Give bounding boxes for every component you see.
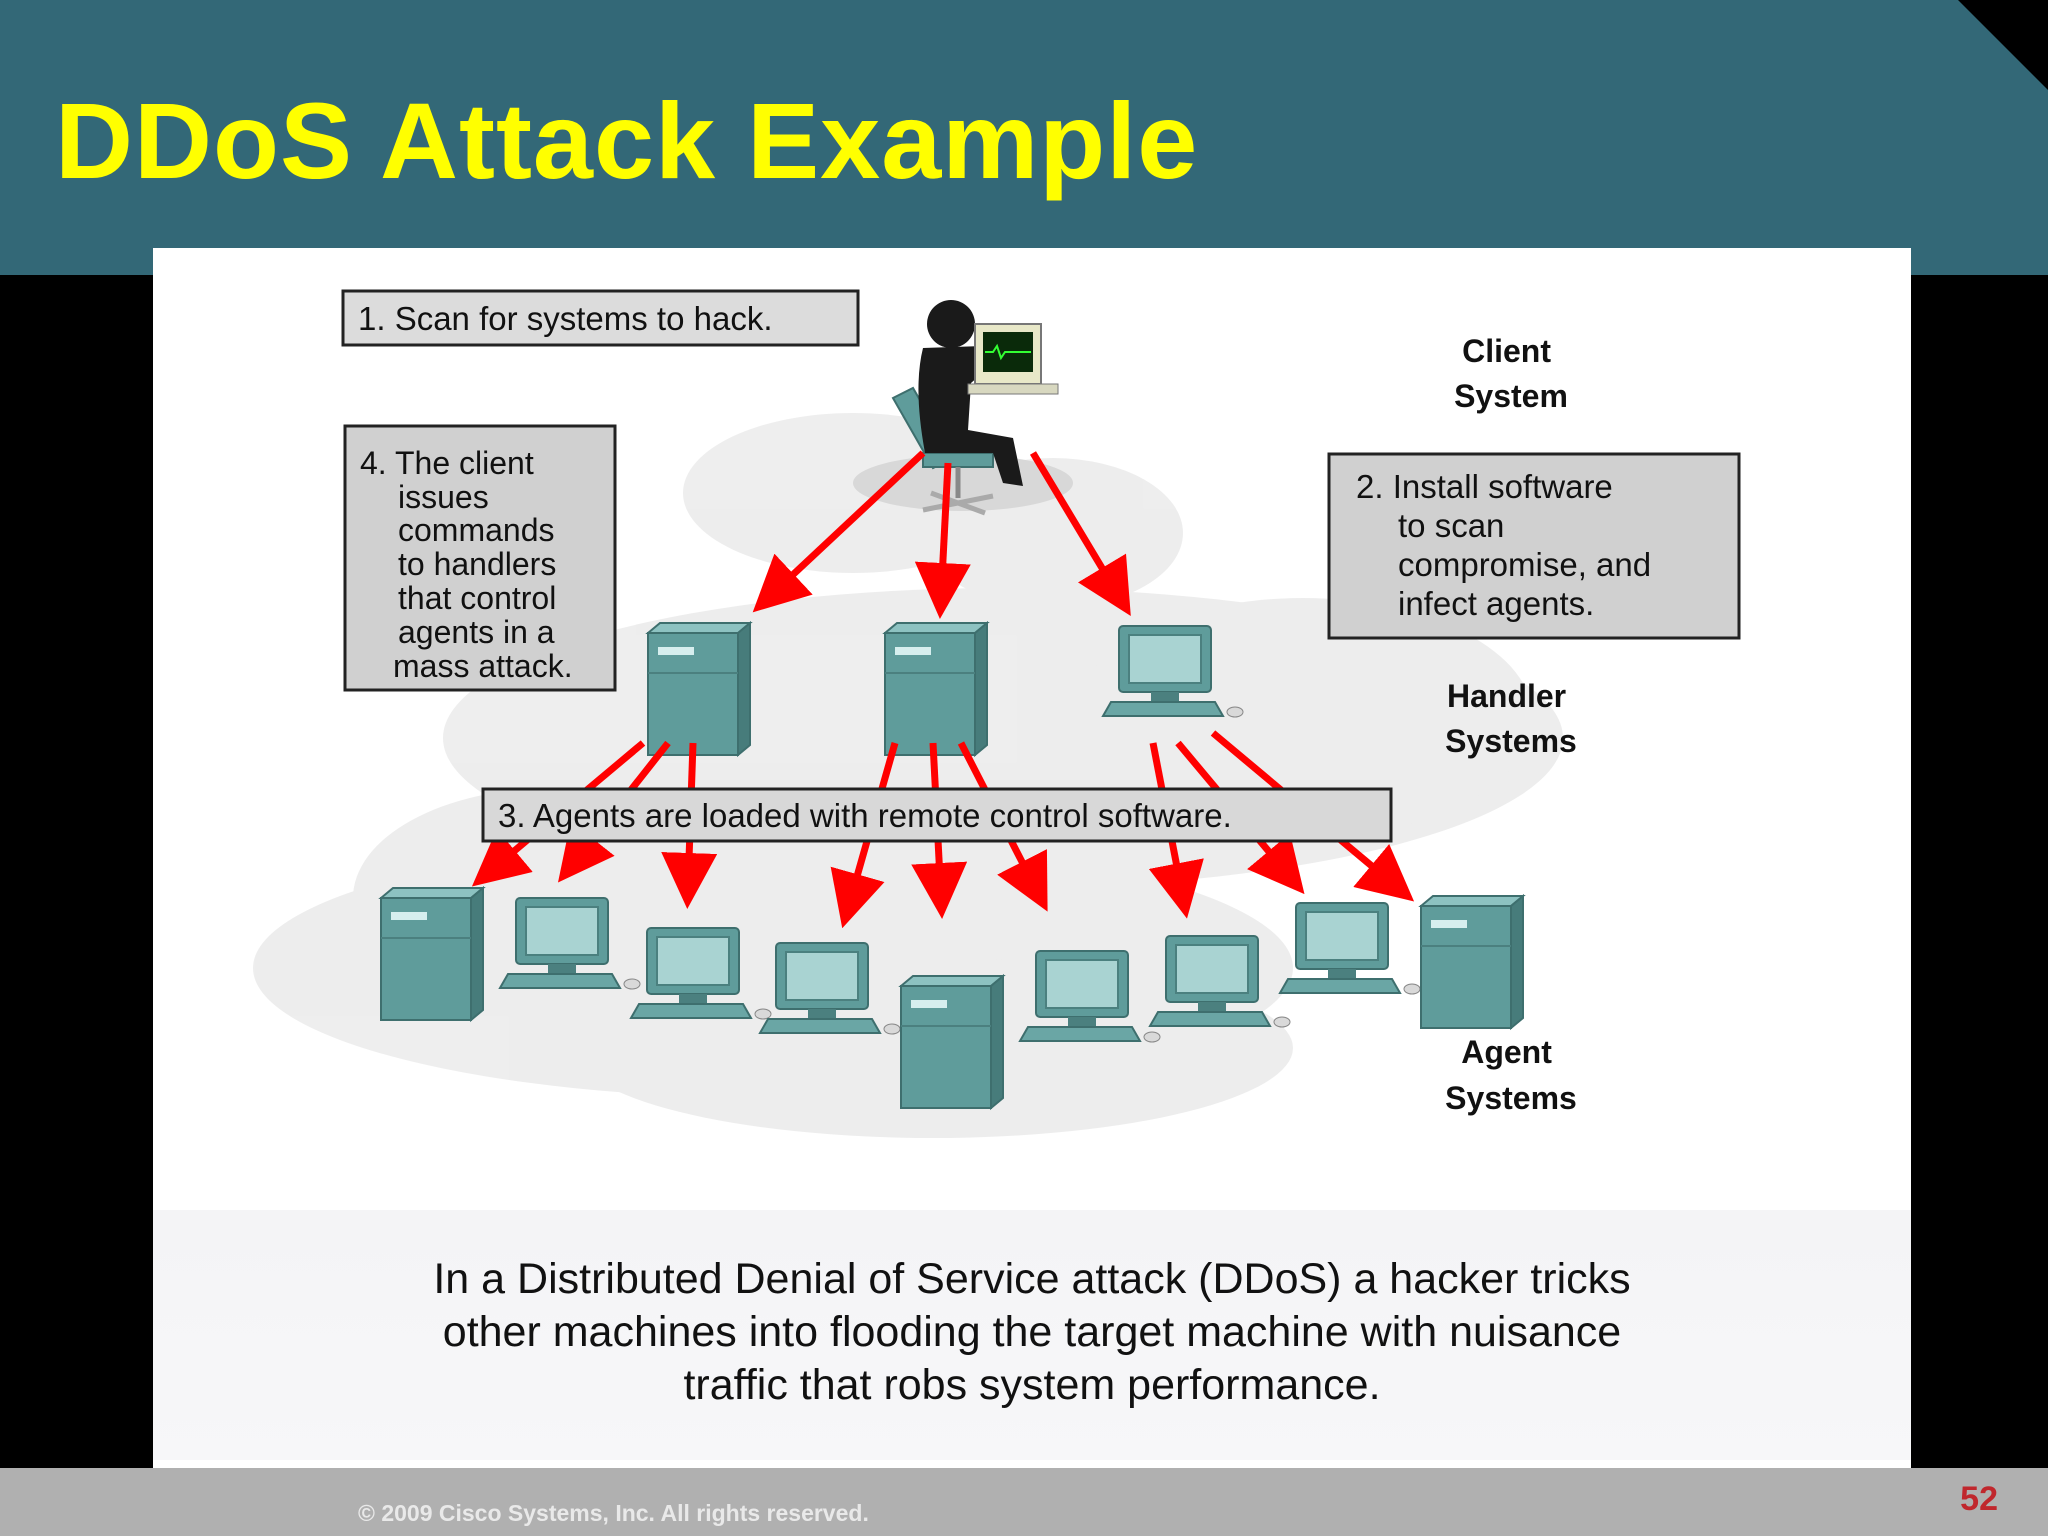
step4-line: commands	[398, 512, 555, 548]
diagram-panel: 1. Scan for systems to hack. 4. The clie…	[153, 248, 1911, 1468]
header-corner	[1958, 0, 2048, 90]
agent-server-2	[900, 975, 1004, 1109]
step4-line: agents in a	[398, 614, 555, 650]
handler-server-1	[647, 622, 751, 756]
step4-line: to handlers	[398, 546, 556, 582]
client-system-label: Client System	[1454, 333, 1568, 414]
slide-header: DDoS Attack Example	[0, 0, 2048, 275]
step2-line: compromise, and	[1398, 546, 1651, 583]
step2-line: to scan	[1398, 507, 1504, 544]
step1-text: 1. Scan for systems to hack.	[358, 300, 773, 337]
ddos-diagram: 1. Scan for systems to hack. 4. The clie…	[253, 289, 1741, 1138]
slide-footer: © 2009 Cisco Systems, Inc. All rights re…	[0, 1468, 2048, 1536]
step4-text: 4. The client issues commands to handler…	[360, 445, 573, 684]
handler-systems-label: Handler Systems	[1445, 678, 1577, 759]
caption-band	[153, 1210, 1911, 1460]
slide-title: DDoS Attack Example	[55, 80, 1199, 201]
agent-server-3	[1420, 895, 1524, 1029]
step4-box: 4. The client issues commands to handler…	[343, 424, 617, 692]
caption-line: traffic that robs system performance.	[683, 1361, 1381, 1409]
handler-server-2	[884, 622, 988, 756]
agent-systems-label: Agent Systems	[1445, 1034, 1577, 1116]
caption-line: In a Distributed Denial of Service attac…	[433, 1255, 1631, 1303]
step4-line: that control	[398, 580, 556, 616]
diagram-caption: In a Distributed Denial of Service attac…	[203, 1253, 1861, 1412]
client-arrows	[752, 450, 1131, 619]
step4-line: issues	[398, 479, 489, 515]
step2-line: infect agents.	[1398, 585, 1594, 622]
agent-server-1	[380, 887, 484, 1021]
step4-line: 4. The client	[360, 445, 534, 481]
page-number: 52	[1960, 1480, 1998, 1518]
step3-box: 3. Agents are loaded with remote control…	[481, 787, 1393, 843]
step2-line: 2. Install software	[1356, 468, 1613, 505]
agent-workstation-6	[1279, 902, 1421, 995]
step3-text: 3. Agents are loaded with remote control…	[498, 797, 1232, 834]
caption-line: other machines into flooding the target …	[442, 1308, 1622, 1356]
copyright-text: © 2009 Cisco Systems, Inc. All rights re…	[358, 1500, 869, 1526]
step2-box: 2. Install software to scan compromise, …	[1327, 452, 1741, 640]
step4-line: mass attack.	[393, 648, 573, 684]
step1-box: 1. Scan for systems to hack.	[341, 289, 860, 347]
hacker-client-icon	[853, 300, 1073, 516]
step2-text: 2. Install software to scan compromise, …	[1356, 468, 1660, 622]
